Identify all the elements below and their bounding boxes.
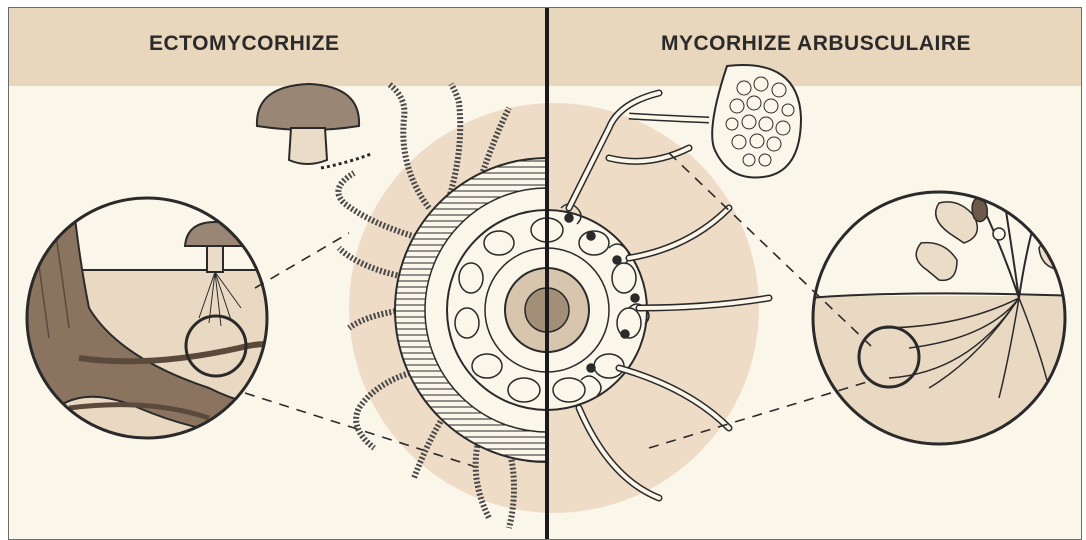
- illustration: [9, 8, 1081, 539]
- title-ectomycorhize: ECTOMYCORHIZE: [149, 32, 339, 56]
- ectomycorhize-magnifier: [9, 178, 289, 470]
- link-dots: [321, 154, 371, 168]
- diagram-frame: ECTOMYCORHIZE MYCORHIZE ARBUSCULAIRE: [8, 7, 1082, 540]
- arbusculaire-magnifier: [809, 168, 1079, 456]
- title-mycorhize-arbusculaire: MYCORHIZE ARBUSCULAIRE: [661, 32, 971, 56]
- mushroom-icon: [257, 84, 359, 164]
- panel-divider: [545, 8, 549, 539]
